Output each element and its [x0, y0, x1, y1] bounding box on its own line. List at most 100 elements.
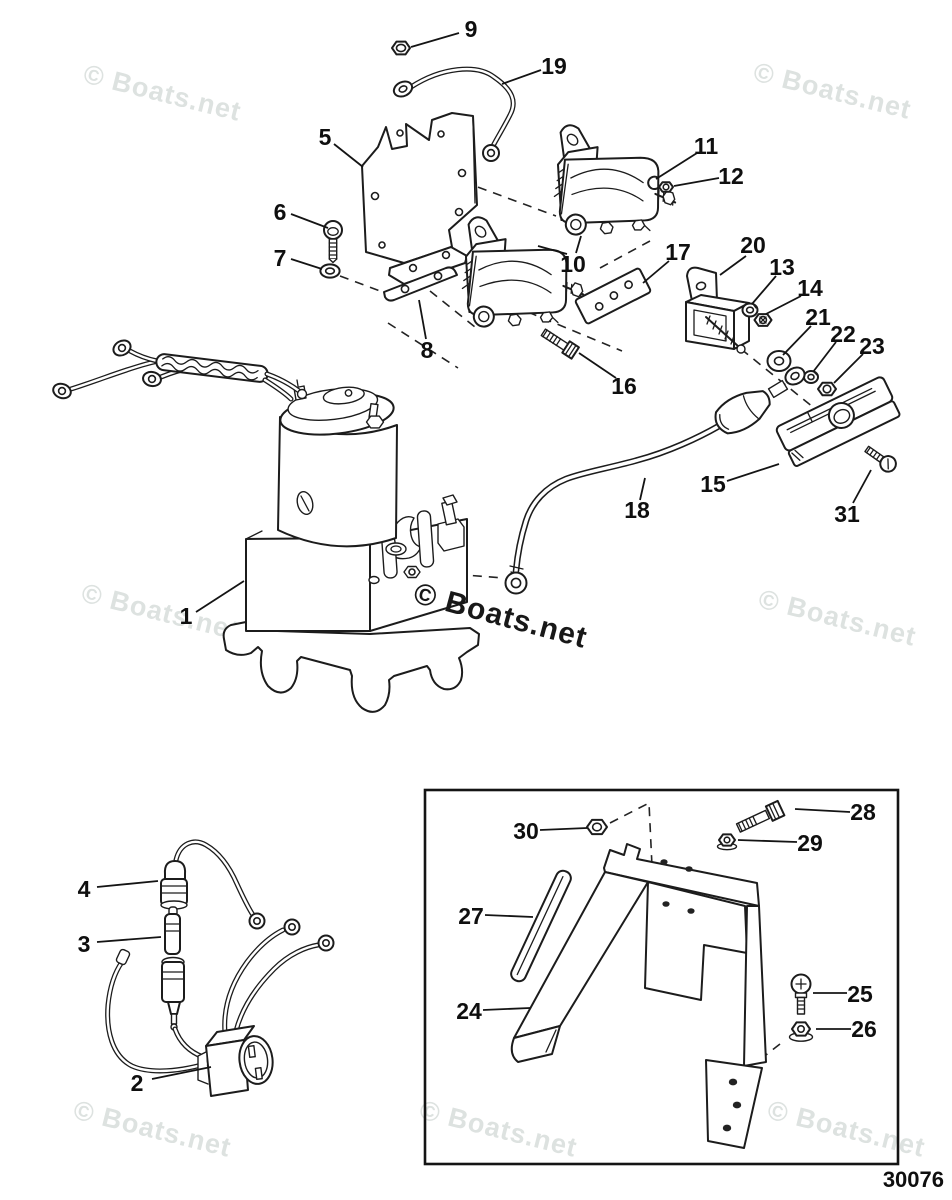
callout-5: 5	[319, 124, 332, 150]
callout-26: 26	[851, 1016, 877, 1042]
part-24-mount-bracket	[510, 843, 767, 1149]
leader-line-7	[290, 258, 323, 270]
callout-30: 30	[513, 818, 539, 844]
part-23-nut	[817, 381, 837, 397]
part-4-sender	[160, 839, 266, 930]
watermark-5: © Boats.net	[756, 584, 920, 652]
harness-connector-body	[161, 956, 206, 1060]
callout-6: 6	[274, 199, 287, 225]
watermark-2: © Boats.net	[751, 57, 915, 125]
part-17-plate	[574, 267, 652, 325]
leader-line-15	[726, 463, 780, 482]
leader-line-5	[333, 143, 364, 168]
part-15-breaker-holder	[775, 376, 901, 467]
part-22-lockwasher	[803, 370, 819, 384]
callout-2: 2	[131, 1070, 144, 1096]
leader-line-17	[642, 260, 670, 284]
callout-1: 1	[180, 603, 193, 629]
callout-23: 23	[859, 333, 885, 359]
leader-line-19	[501, 69, 542, 85]
watermark-3: © Boats.net	[79, 578, 243, 646]
leader-line-12	[673, 177, 720, 187]
part-3-bullet-connector	[164, 906, 181, 955]
callout-4: 4	[78, 876, 91, 902]
callout-20: 20	[740, 232, 766, 258]
leader-line-27	[484, 914, 534, 918]
callout-17: 17	[665, 239, 691, 265]
leader-line-1	[195, 580, 245, 613]
part-14-nut	[753, 313, 773, 327]
part-8-strap-plate	[383, 266, 458, 302]
part-6-screw	[323, 220, 343, 264]
callout-9: 9	[465, 16, 478, 42]
part-13-lockwasher	[741, 302, 759, 318]
leader-line-10	[575, 235, 582, 254]
part-20-stud-bracket	[685, 266, 750, 354]
part-31-screw	[864, 445, 897, 473]
watermark-8: © Boats.net	[765, 1095, 929, 1163]
callout-15: 15	[700, 471, 726, 497]
watermark-1: © Boats.net	[81, 59, 245, 127]
callout-21: 21	[805, 304, 831, 330]
leader-line-18	[639, 477, 646, 501]
callout-22: 22	[830, 321, 856, 347]
leader-line-3	[96, 936, 162, 943]
callout-24: 24	[456, 998, 482, 1024]
motor-cap	[279, 386, 395, 436]
callout-13: 13	[769, 254, 795, 280]
part-30-nut	[586, 818, 608, 836]
leader-line-13	[751, 275, 777, 305]
part-25-screw	[790, 973, 812, 1015]
ring-terminal	[52, 339, 162, 400]
leader-line-2	[151, 1066, 212, 1080]
part-26-flange-nut	[788, 1021, 814, 1042]
leader-line-22	[812, 341, 837, 373]
part-21-washer	[766, 350, 792, 372]
leader-line-6	[290, 213, 329, 229]
part-28-bolt	[735, 799, 786, 833]
part-7-washer	[319, 263, 341, 279]
part-5-bracket	[361, 112, 478, 285]
diagram-number: 30076	[883, 1167, 944, 1192]
part-12-nut	[658, 181, 674, 193]
part-29-flange-nut	[716, 833, 738, 851]
part-2-connector	[105, 918, 335, 1097]
leader-line-16	[578, 352, 617, 379]
leader-line-23	[833, 353, 864, 384]
leader-line-21	[782, 325, 812, 356]
part-19-ground-wire	[392, 66, 516, 162]
leader-line-10	[537, 245, 568, 255]
callout-31: 31	[834, 501, 860, 527]
callout-16: 16	[611, 373, 637, 399]
callout-14: 14	[797, 275, 823, 301]
callout-28: 28	[850, 799, 876, 825]
leader-line-28	[794, 808, 851, 813]
callout-29: 29	[797, 830, 823, 856]
leader-line-11	[655, 152, 698, 180]
leader-line-9	[410, 32, 460, 48]
leader-line-8	[418, 299, 427, 340]
callout-8: 8	[421, 337, 434, 363]
leader-line-29	[737, 839, 798, 843]
part-27-pad-strip	[510, 869, 572, 983]
leader-line-14	[765, 295, 802, 315]
callout-11: 11	[694, 133, 719, 159]
callout-3: 3	[78, 931, 91, 957]
callout-7: 7	[274, 245, 287, 271]
part-11-clip	[647, 175, 660, 191]
callout-27: 27	[458, 903, 484, 929]
leader-line-31	[852, 469, 872, 504]
inset-box-frame	[423, 788, 900, 1166]
callout-18: 18	[624, 497, 650, 523]
part-9-nut	[391, 40, 411, 56]
watermark-6: © Boats.net	[71, 1095, 235, 1163]
callout-10: 10	[560, 251, 586, 277]
leader-line-4	[96, 880, 159, 888]
part-1-pump-assembly	[52, 339, 480, 713]
part-18-sender-cable	[504, 366, 806, 595]
watermark-7: © Boats.net	[417, 1095, 581, 1163]
leader-line-30	[539, 827, 588, 831]
